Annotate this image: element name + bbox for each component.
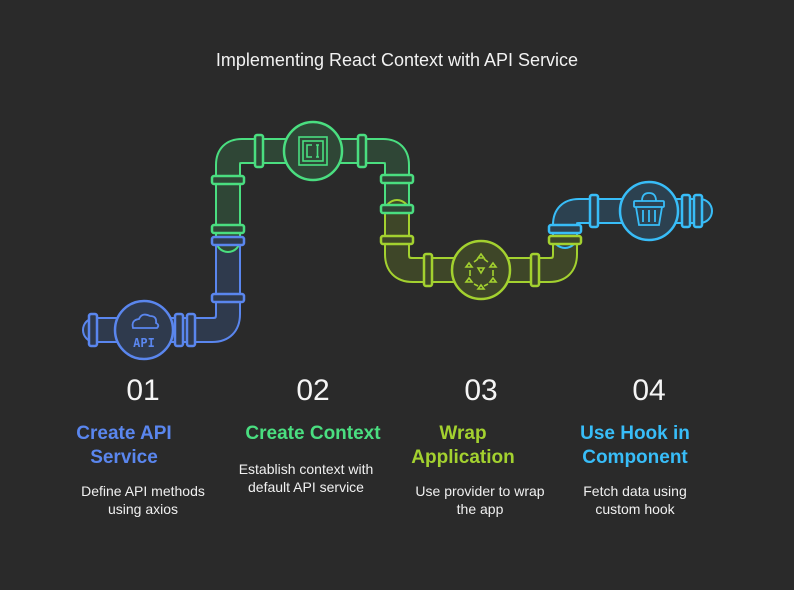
step-2-description: Establish context with default API servi… xyxy=(238,461,374,495)
step-1-number: 01 xyxy=(126,374,160,407)
network-icon xyxy=(464,252,498,290)
step-1-description: Define API methods using axios xyxy=(81,483,205,517)
step-3-number: 03 xyxy=(464,374,498,407)
step-2-number: 02 xyxy=(296,374,330,407)
step-3-title: Wrap Application xyxy=(411,423,515,468)
step-4-title: Use Hook in Component xyxy=(580,423,690,468)
diagram-title: Implementing React Context with API Serv… xyxy=(215,50,579,70)
cloud-api-icon xyxy=(131,313,160,329)
step-4-number: 04 xyxy=(632,374,666,407)
step-1-title: Create API Service xyxy=(76,423,172,468)
pipe-segment-1 xyxy=(82,227,241,343)
step-4-description: Fetch data using custom hook xyxy=(583,483,687,517)
step-2-node xyxy=(282,120,344,182)
step-3-node xyxy=(450,239,512,301)
step-4-node xyxy=(618,180,680,242)
step-2-title: Create Context xyxy=(245,423,381,444)
chip-icon xyxy=(298,136,328,166)
step-3-description: Use provider to wrap the app xyxy=(415,483,545,517)
pipe-flanges xyxy=(87,133,704,348)
basket-icon xyxy=(633,192,665,226)
api-icon-text: API xyxy=(133,336,155,350)
step-1-node: API xyxy=(113,299,175,361)
